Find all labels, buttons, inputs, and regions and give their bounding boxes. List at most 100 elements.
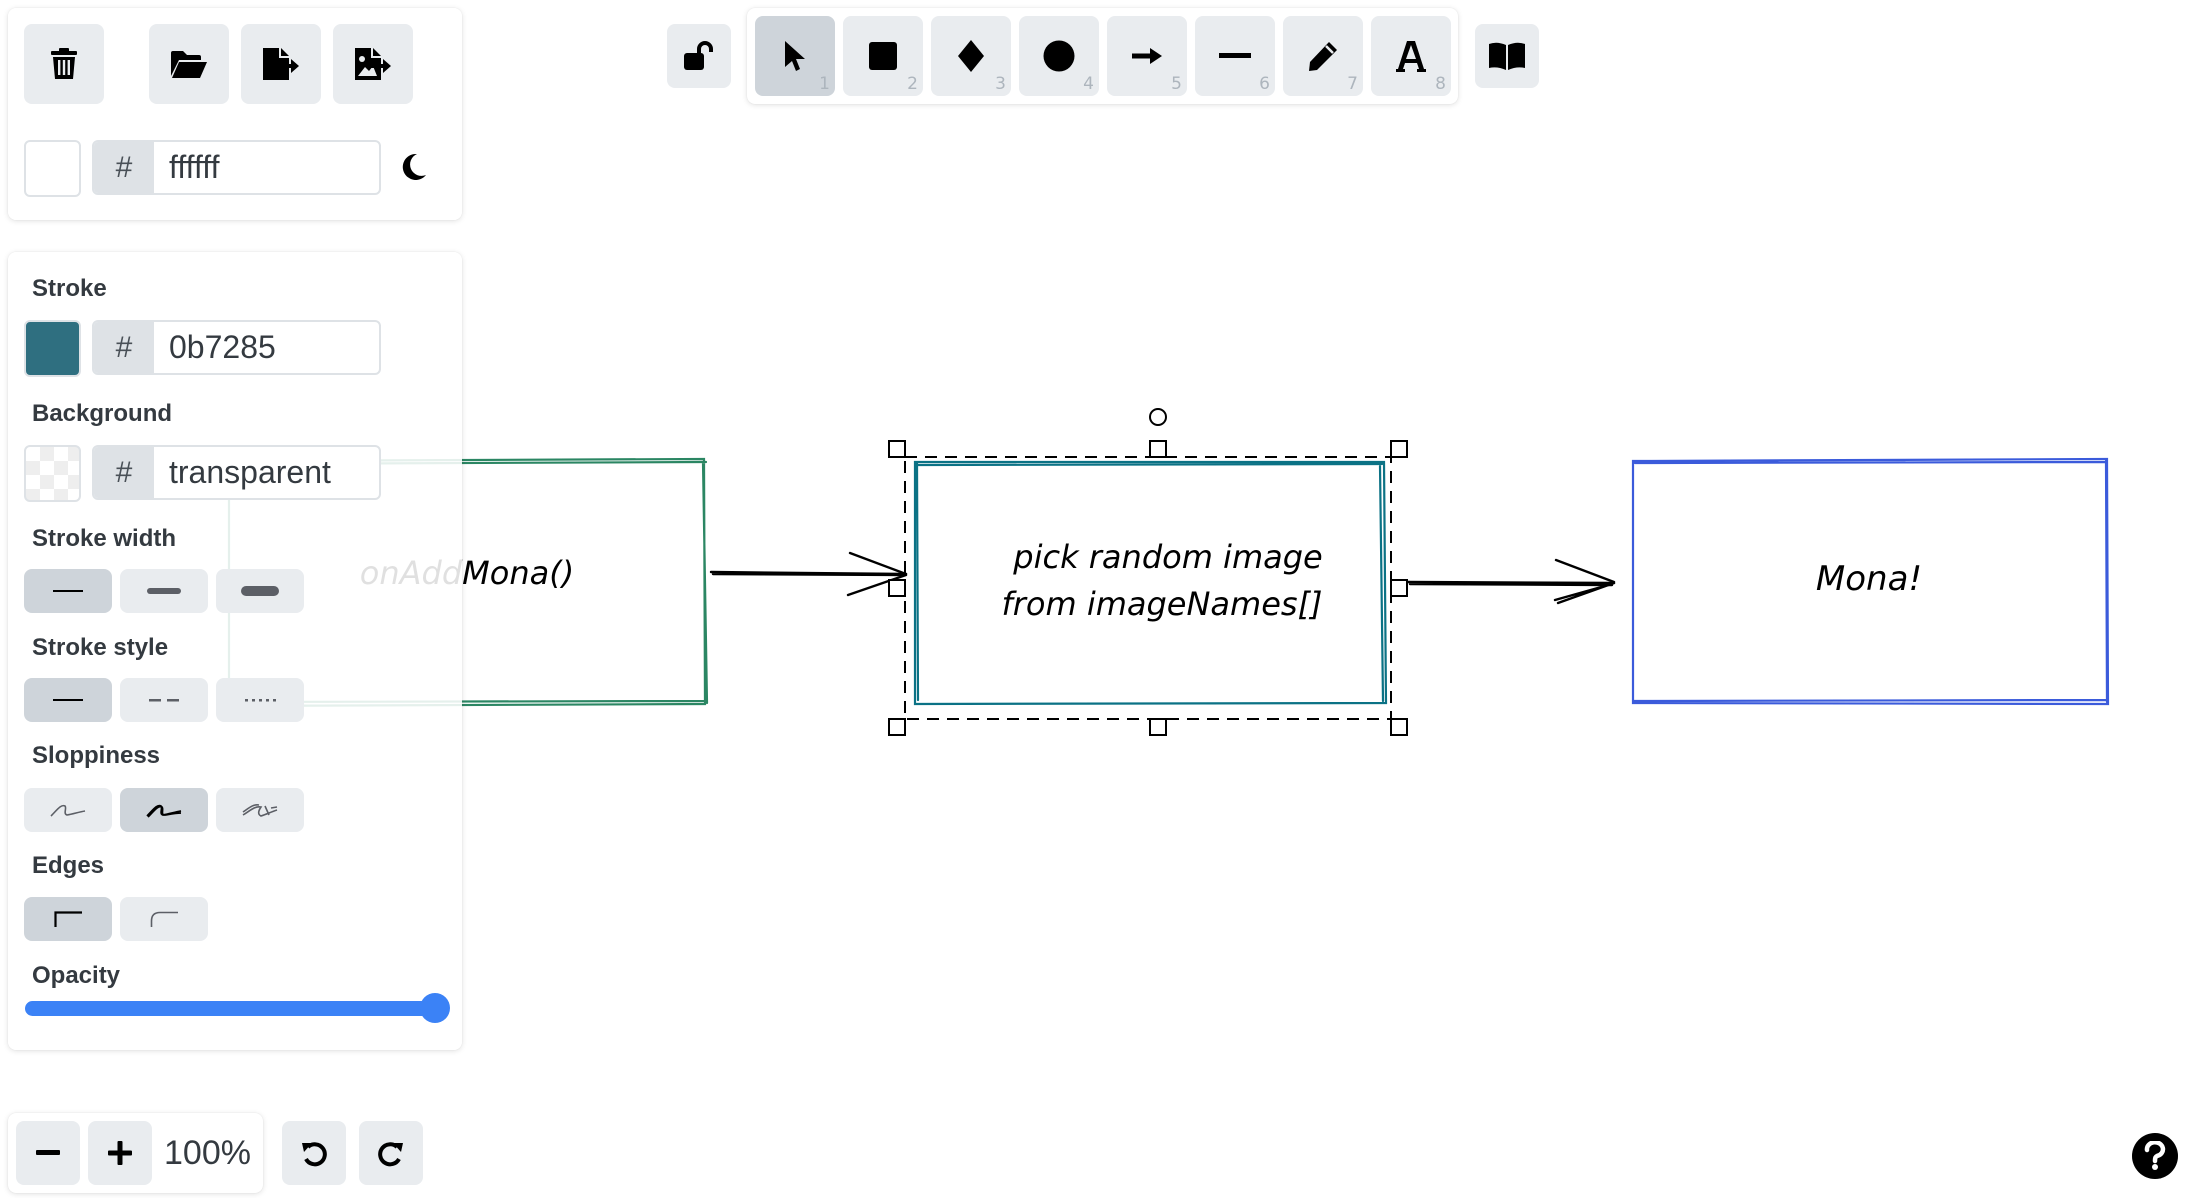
stroke-color-input-group: # [92, 320, 381, 375]
tool-line-button[interactable]: 6 [1195, 16, 1275, 96]
tool-shortcut-number: 3 [995, 74, 1006, 94]
stroke-color-swatch[interactable] [24, 320, 81, 377]
zoom-level[interactable]: 100% [164, 1134, 251, 1172]
handle-w[interactable] [888, 579, 906, 597]
file-export-icon [263, 48, 299, 80]
solid-line-icon [53, 699, 83, 701]
background-color-swatch[interactable] [24, 445, 81, 502]
hash-prefix: # [94, 447, 154, 498]
background-label: Background [32, 400, 173, 427]
stroke-style-dotted-button[interactable] [216, 678, 304, 722]
canvas-background-input[interactable] [154, 142, 369, 193]
handle-ne[interactable] [1390, 440, 1408, 458]
resize-handles[interactable] [888, 408, 1408, 736]
tool-shortcut-number: 5 [1171, 74, 1182, 94]
tool-shortcut-number: 8 [1435, 74, 1446, 94]
help-icon [2144, 1141, 2166, 1170]
text-icon [1396, 40, 1426, 72]
bold-line-icon [147, 588, 181, 594]
circle-icon [1043, 40, 1075, 72]
handle-se[interactable] [1390, 718, 1408, 736]
theme-toggle-button[interactable] [397, 151, 429, 183]
trash-icon [51, 48, 77, 79]
diamond-icon [957, 40, 985, 72]
tool-diamond-button[interactable]: 3 [931, 16, 1011, 96]
load-button[interactable] [149, 24, 229, 104]
sloppiness-architect-button[interactable] [24, 788, 112, 832]
tool-rectangle-button[interactable]: 2 [843, 16, 923, 96]
plus-icon [108, 1141, 132, 1165]
library-button[interactable] [1475, 24, 1539, 88]
redo-button[interactable] [359, 1121, 423, 1185]
rect-pick-text-line-2: from imageNames[] [1001, 585, 1322, 623]
moon-icon [402, 153, 426, 180]
stroke-style-dashed-button[interactable] [120, 678, 208, 722]
line-icon [1219, 53, 1251, 59]
zoom-out-button[interactable] [16, 1121, 80, 1185]
stroke-color-input[interactable] [154, 322, 369, 373]
tool-arrow-button[interactable]: 5 [1107, 16, 1187, 96]
thin-line-icon [53, 590, 83, 592]
tool-selection-button[interactable]: 1 [755, 16, 835, 96]
arrow-right-icon [1132, 48, 1162, 64]
tool-shortcut-number: 7 [1347, 74, 1358, 94]
opacity-slider-track[interactable] [25, 1001, 445, 1016]
canvas-background-swatch[interactable] [24, 140, 81, 197]
edges-round-button[interactable] [120, 897, 208, 941]
handle-nw[interactable] [888, 440, 906, 458]
background-color-input[interactable] [154, 447, 369, 498]
cartoonist-icon [242, 804, 278, 817]
export-image-button[interactable] [333, 24, 413, 104]
stroke-label: Stroke [32, 275, 107, 302]
tool-shortcut-number: 1 [819, 74, 830, 94]
undo-icon [302, 1142, 327, 1167]
rect-pick-text-line-1: pick random image [1012, 538, 1322, 576]
extra-bold-line-icon [241, 586, 279, 596]
lock-button[interactable] [667, 24, 731, 88]
rect-pick-random-image[interactable]: pick random image from imageNames[] [913, 460, 1388, 706]
edges-sharp-button[interactable] [24, 897, 112, 941]
stroke-width-label: Stroke width [32, 525, 177, 552]
undo-button[interactable] [282, 1121, 346, 1185]
stroke-width-thin-button[interactable] [24, 569, 112, 613]
handle-e[interactable] [1390, 579, 1408, 597]
book-open-icon [1489, 42, 1525, 70]
file-image-export-icon [355, 48, 391, 80]
properties-panel: Stroke # Background # Stroke width Strok… [8, 252, 462, 1050]
pointer-icon [782, 39, 808, 73]
sloppiness-artist-button[interactable] [120, 788, 208, 832]
tool-ellipse-button[interactable]: 4 [1019, 16, 1099, 96]
background-color-input-group: # [92, 445, 381, 500]
dashed-line-icon [149, 699, 179, 702]
redo-icon [378, 1142, 403, 1167]
opacity-slider-thumb[interactable] [420, 993, 450, 1023]
canvas-background-input-group: # [92, 140, 381, 195]
rect-mona[interactable]: Mona! [1631, 457, 2110, 706]
folder-open-icon [171, 51, 207, 78]
architect-icon [50, 804, 86, 817]
square-icon [869, 42, 897, 70]
minus-icon [36, 1150, 60, 1155]
opacity-label: Opacity [32, 962, 121, 989]
arrow-2[interactable] [1406, 558, 1616, 605]
hash-prefix: # [94, 322, 154, 373]
tool-draw-button[interactable]: 7 [1283, 16, 1363, 96]
help-button[interactable] [2132, 1133, 2178, 1179]
stroke-style-solid-button[interactable] [24, 678, 112, 722]
handle-sw[interactable] [888, 718, 906, 736]
handle-s[interactable] [1149, 718, 1167, 736]
sloppiness-cartoonist-button[interactable] [216, 788, 304, 832]
tool-text-button[interactable]: 8 [1371, 16, 1451, 96]
rect-mona-text: Mona! [1816, 559, 1922, 599]
arrow-1[interactable] [709, 551, 908, 597]
stroke-width-extra-bold-button[interactable] [216, 569, 304, 613]
rotation-handle[interactable] [1149, 408, 1167, 426]
handle-n[interactable] [1149, 440, 1167, 458]
stroke-width-bold-button[interactable] [120, 569, 208, 613]
file-panel: # [8, 8, 462, 220]
round-corner-icon [150, 911, 178, 927]
clear-canvas-button[interactable] [24, 24, 104, 104]
export-button[interactable] [241, 24, 321, 104]
zoom-in-button[interactable] [88, 1121, 152, 1185]
